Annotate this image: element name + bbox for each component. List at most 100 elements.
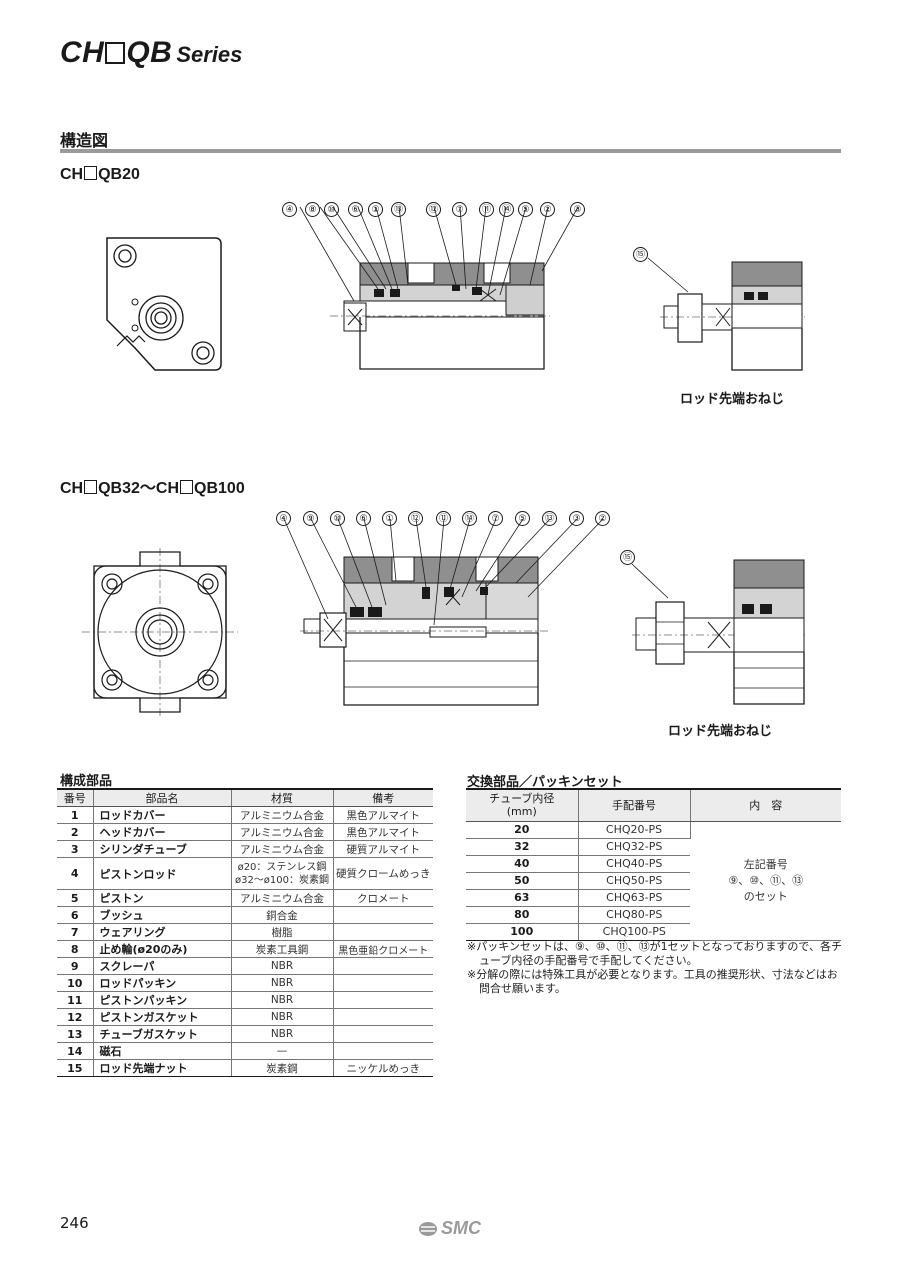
cell-material: アルミニウム合金: [231, 840, 334, 858]
cell-material-line1: ø20：ステンレス鋼: [237, 861, 327, 873]
cell-material: 炭素鋼: [231, 1059, 334, 1077]
cell-no: 2: [57, 823, 94, 841]
cell-part-no: CHQ32-PS: [578, 838, 690, 856]
cell-name: ピストン: [93, 889, 232, 907]
logo-text: SMC: [441, 1218, 481, 1238]
cell-bore: 20: [466, 821, 579, 839]
cell-note: [333, 1025, 433, 1043]
cell-material: 炭素工具鋼: [231, 940, 334, 958]
cell-no: 13: [57, 1025, 94, 1043]
cell-note: [333, 991, 433, 1009]
cell-no: 4: [57, 857, 94, 890]
cell-note: [333, 1008, 433, 1026]
cell-note: [333, 923, 433, 941]
seal-header-bore-line1: チューブ内径: [489, 792, 555, 806]
parts-header-name: 部品名: [93, 788, 232, 807]
cell-name: ヘッドカバー: [93, 823, 232, 841]
page-number: 246: [60, 1214, 89, 1232]
cell-material: NBR: [231, 991, 334, 1009]
cell-part-no: CHQ50-PS: [578, 872, 690, 890]
seal-content-cell: 左記番号 ⑨、⑩、⑪、⑬ のセット: [690, 821, 841, 941]
section-view-32-100-drawing: [283, 518, 604, 706]
parts-header-row: 番号 部品名 材質 備考: [57, 788, 433, 807]
section-title: 構造図: [60, 131, 109, 150]
front-view-20-drawing: [106, 237, 222, 371]
seal-content-line3: のセット: [743, 889, 788, 903]
seal-header-part-no: 手配番号: [578, 788, 691, 822]
seal-header-bore-line2: (mm): [506, 805, 537, 819]
cell-name: ピストンロッド: [93, 857, 232, 890]
cell-part-no: CHQ40-PS: [578, 855, 690, 873]
model2-suffix-a: QB32: [98, 480, 140, 497]
cell-no: 14: [57, 1042, 94, 1060]
cell-bore: 63: [466, 889, 579, 907]
brand-logo: SMC: [418, 1218, 481, 1239]
cell-no: 15: [57, 1059, 94, 1077]
cell-material: NBR: [231, 974, 334, 992]
section-view-20-drawing: [299, 206, 579, 370]
cell-part-no: CHQ100-PS: [578, 923, 690, 941]
cell-material: 銅合金: [231, 906, 334, 924]
cell-material: 樹脂: [231, 923, 334, 941]
callout-7: ⑦: [488, 511, 503, 526]
parts-header-note: 備考: [333, 788, 433, 807]
cell-bore: 40: [466, 855, 579, 873]
callout-8: ⑧: [305, 202, 320, 217]
model1-suffix: QB20: [98, 166, 140, 183]
callout-1: ①: [368, 202, 383, 217]
cell-bore: 80: [466, 906, 579, 924]
cell-name: ロッドパッキン: [93, 974, 232, 992]
cell-no: 6: [57, 906, 94, 924]
cell-note: 硬質アルマイト: [333, 840, 433, 858]
callout-4: ④: [276, 511, 291, 526]
cell-part-no: CHQ20-PS: [578, 821, 691, 839]
cell-no: 3: [57, 840, 94, 858]
series-placeholder-box: [105, 42, 126, 64]
callout-6: ⑥: [348, 202, 363, 217]
model2-box-b: [180, 480, 194, 494]
cell-note: 黒色亜鉛クロメート: [333, 940, 433, 958]
callout-10: ⑩: [330, 511, 345, 526]
series-word: Series: [176, 42, 243, 67]
cell-note: [333, 974, 433, 992]
cell-name: ピストンパッキン: [93, 991, 232, 1009]
cell-note: 黒色アルマイト: [333, 823, 433, 841]
model2-prefix-a: CH: [60, 480, 84, 497]
cell-bore: 50: [466, 872, 579, 890]
cell-part-no: CHQ63-PS: [578, 889, 690, 907]
cell-name: シリンダチューブ: [93, 840, 232, 858]
cell-name: 止め輪(ø20のみ): [93, 940, 232, 958]
note-1: ※パッキンセットは、⑨、⑩、⑪、⑬が1セットとなっておりますので、各チューブ内径…: [467, 940, 842, 967]
cell-name: ロッドカバー: [93, 806, 232, 824]
callout-15-32-100: ⑮: [620, 550, 635, 565]
callout-5: ⑤: [515, 511, 530, 526]
cell-no: 9: [57, 957, 94, 975]
cell-bore: 32: [466, 838, 579, 856]
cell-note: 黒色アルマイト: [333, 806, 433, 824]
model2-suffix-b: QB100: [194, 480, 245, 497]
callout-3: ③: [569, 511, 584, 526]
cell-note: ニッケルめっき: [333, 1059, 433, 1077]
cell-material: NBR: [231, 1008, 334, 1026]
cell-no: 10: [57, 974, 94, 992]
model2-tilde: 〜: [139, 480, 156, 497]
cell-material: アルミニウム合金: [231, 806, 334, 824]
cell-material: NBR: [231, 1025, 334, 1043]
